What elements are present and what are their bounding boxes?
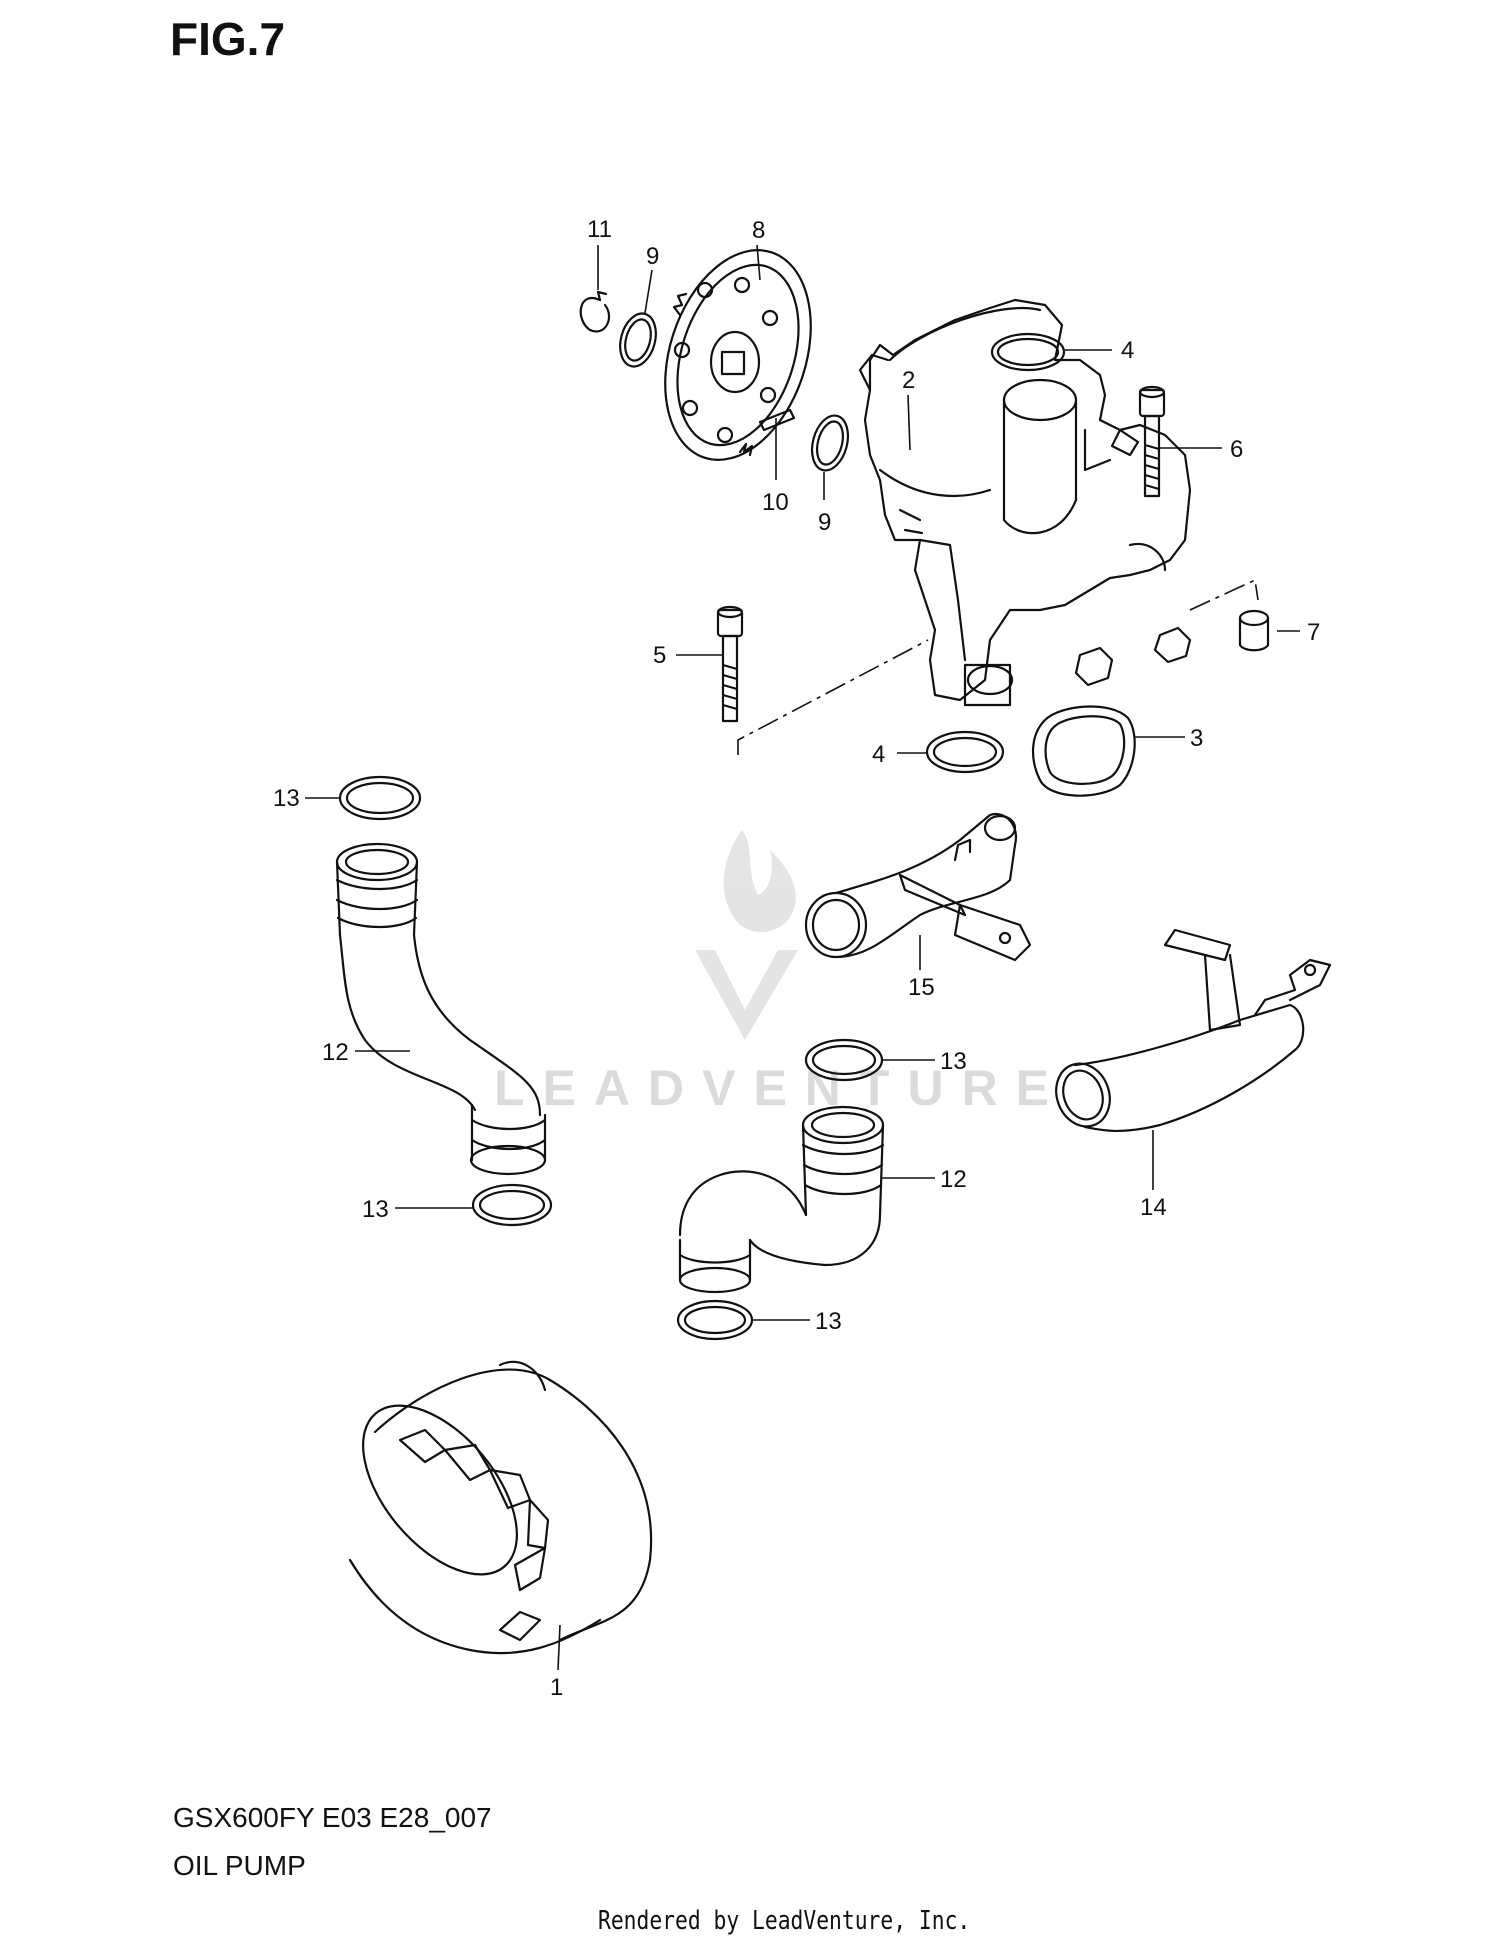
part-oil-filter — [348, 1360, 653, 1655]
figure-title: FIG.7 — [170, 13, 286, 65]
part-circlip — [579, 290, 611, 333]
part-o-ring-13-b — [471, 1183, 553, 1227]
callout-12-left: 12 — [322, 1039, 349, 1066]
part-washer-9-right — [810, 414, 850, 472]
callout-2: 2 — [902, 367, 915, 394]
callout-10: 10 — [762, 489, 789, 516]
callout-13-c: 13 — [940, 1048, 967, 1075]
part-pump-gear — [664, 249, 812, 461]
callout-11: 11 — [587, 216, 612, 243]
alignment-line-bolt-5 — [737, 639, 929, 755]
watermark-text: LEADVENTURE — [494, 1060, 1067, 1116]
callout-4-upper: 4 — [1121, 337, 1134, 364]
part-bolt-5 — [716, 605, 744, 723]
part-oil-pipe-12-left — [335, 842, 547, 1176]
callout-leader-lines — [305, 244, 1300, 1671]
part-o-ring-4-upper — [990, 332, 1066, 372]
part-oil-pump-body — [858, 298, 1192, 707]
part-bolt-6 — [1138, 385, 1166, 498]
leadventure-watermark: LEADVENTURE — [494, 830, 1067, 1116]
callout-13-d: 13 — [815, 1308, 842, 1335]
callout-14: 14 — [1140, 1194, 1167, 1221]
callout-4-lower: 4 — [872, 741, 885, 768]
part-dowel-pin-7 — [1238, 609, 1270, 652]
callout-9-upper: 9 — [646, 243, 659, 270]
callout-12-right: 12 — [940, 1166, 967, 1193]
part-o-ring-4-lower — [925, 730, 1005, 774]
part-oil-pipe-12-right — [678, 1105, 885, 1294]
part-drive-pin — [758, 408, 796, 432]
diagram-name: OIL PUMP — [173, 1850, 306, 1881]
callout-7: 7 — [1307, 619, 1320, 646]
callout-15: 15 — [908, 974, 935, 1001]
part-strainer-pipe-15 — [804, 812, 1032, 962]
part-o-ring-13-a — [338, 775, 422, 821]
callout-13-a: 13 — [273, 785, 300, 812]
part-washer-9-left — [619, 312, 657, 368]
callout-6: 6 — [1230, 436, 1243, 463]
callout-8: 8 — [752, 217, 765, 244]
part-o-ring-13-d — [676, 1299, 754, 1341]
model-code: GSX600FY E03 E28_007 — [173, 1802, 492, 1833]
callout-13-b: 13 — [362, 1196, 389, 1223]
callout-9-lower: 9 — [818, 509, 831, 536]
callout-5: 5 — [653, 642, 666, 669]
alignment-line-dowel-7 — [1189, 578, 1259, 611]
callout-3: 3 — [1190, 725, 1203, 752]
callout-1: 1 — [550, 1674, 563, 1701]
part-strainer-pipe-14 — [1055, 928, 1332, 1133]
render-credit: Rendered by LeadVenture, Inc. — [598, 1906, 971, 1936]
part-gasket-3 — [1031, 705, 1136, 797]
